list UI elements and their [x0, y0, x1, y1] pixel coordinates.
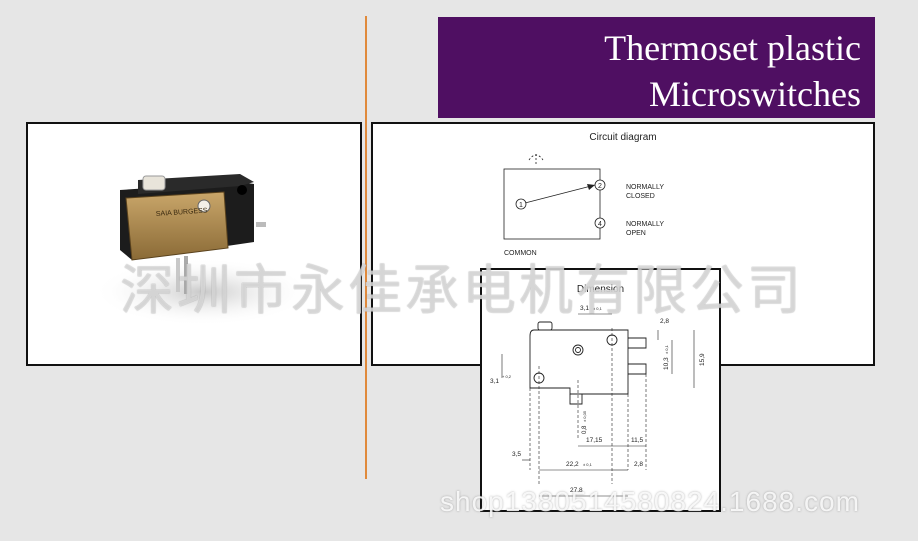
banner-title-line-2: Microswitches: [649, 74, 861, 114]
dimension-drawing-panel: Dimension: [480, 268, 721, 512]
center-hole-inner: [575, 347, 581, 353]
dim-label-left: 3,1: [490, 378, 499, 385]
dim-label-22-2: 22,2: [566, 461, 579, 468]
rear-hole: [237, 185, 247, 195]
title-banner: Thermoset plastic Microswitches: [438, 17, 875, 118]
dimension-title: Dimension: [576, 284, 625, 295]
actuator-button: [142, 175, 166, 191]
dim-label-2-8-bottom: 2,8: [634, 461, 643, 468]
orange-divider-line: [365, 16, 367, 479]
side-terminal: [256, 222, 266, 227]
dimension-drawing: 3,1 ± 0,1 2,8 10,3 ± 0,1 15,9 3,1 + 0,2 …: [490, 305, 706, 497]
center-hole: [572, 344, 584, 356]
terminal-2-circle: [594, 179, 606, 191]
dim-label-top-tol: ± 0,1: [593, 306, 603, 311]
circuit-diagram-title: Circuit diagram: [589, 132, 657, 143]
dim-label-0-8: 0,8: [582, 425, 588, 434]
pin-terminal-1: [176, 258, 180, 292]
pin-terminal-2: [184, 256, 188, 294]
normally-closed-label-2: CLOSED: [626, 193, 655, 200]
dim-label-10-3: 10,3: [663, 357, 670, 370]
bottom-terminal-outline: [569, 394, 583, 405]
switch-gold-cover: [125, 191, 229, 261]
switch-shadow: [93, 258, 313, 326]
terminal-1-number: 1: [519, 202, 523, 209]
dim-label-top: 3,1: [580, 305, 589, 312]
contact-arrow: [587, 184, 595, 190]
actuator-outline: [537, 321, 553, 331]
dim-label-17-15: 17,15: [586, 437, 603, 444]
normally-open-label-1: NORMALLY: [626, 221, 664, 228]
terminal-4-number: 4: [598, 221, 602, 228]
lower-terminal-outline: [628, 363, 647, 375]
common-label: COMMON: [504, 250, 537, 257]
dim-label-22-2-tol: ± 0,1: [583, 462, 593, 467]
circuit-box: [503, 168, 601, 240]
dim-label-left-tol: + 0,2: [502, 374, 512, 379]
microswitch-photo: SAIA BURGESS: [93, 174, 313, 326]
dim-label-15-9: 15,9: [699, 353, 706, 366]
banner-title-line-1: Thermoset plastic: [604, 28, 861, 68]
mounting-hole: [197, 199, 211, 213]
terminal-1-circle: [515, 198, 527, 210]
dim-label-10-3-tol: ± 0,1: [664, 344, 669, 354]
switch-outline: [529, 329, 629, 395]
terminal-4-circle: [594, 217, 606, 229]
normally-open-label-2: OPEN: [626, 230, 646, 237]
dim-label-11-5: 11,5: [631, 437, 644, 444]
dim-label-0-8-tol: ± 0,05: [582, 410, 587, 422]
switch-contact-arm: [524, 184, 596, 204]
switch-top-edge: [138, 174, 254, 194]
brand-text: SAIA BURGESS: [156, 207, 208, 218]
circuit-diagram: 1 2 4 NORMALLY CLOSED NORMALLY OPEN COMM…: [503, 152, 664, 257]
actuator-dashed-arc: [528, 154, 544, 161]
dim-label-2-8-top: 2,8: [660, 318, 669, 325]
upper-terminal-outline: [628, 337, 647, 349]
product-photo-panel: SAIA BURGESS: [26, 122, 362, 366]
dim-label-3-5: 3,5: [512, 451, 521, 458]
dim-label-27-8: 27,8: [570, 487, 583, 494]
terminal-2-number: 2: [598, 183, 602, 190]
normally-closed-label-1: NORMALLY: [626, 184, 664, 191]
